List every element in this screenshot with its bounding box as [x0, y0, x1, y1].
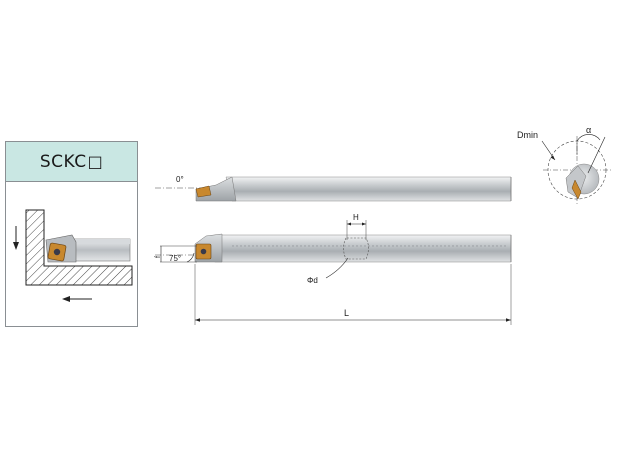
operation-panel: SCKC□ [5, 141, 138, 327]
dim-Dmin-label: Dmin [517, 130, 538, 140]
dim-d-label: Φd [307, 276, 318, 285]
l-arrow-right [506, 318, 511, 322]
small-bar-highlight [64, 239, 130, 244]
side-shank [214, 234, 512, 263]
end-insert-icon [571, 179, 582, 200]
dim-f-label: f [155, 256, 162, 258]
l-arrow-left [195, 318, 200, 322]
feed-arrow-left-head [62, 296, 70, 302]
dim-H-label: H [353, 213, 359, 222]
side-insert-screw-icon [200, 248, 207, 255]
insert-screw-icon [53, 248, 61, 256]
section-outline [343, 237, 369, 260]
dim-L-label: L [344, 308, 349, 318]
dmin-leader-arrow [550, 155, 555, 160]
series-code: SCKC [39, 151, 87, 172]
top-shank [225, 176, 512, 202]
h-arrow-right [362, 222, 366, 226]
angle-lead-label: 75° [169, 254, 181, 263]
alpha-line [587, 136, 606, 174]
top-insert-icon [195, 185, 212, 198]
lead-angle-arc [186, 252, 195, 263]
workpiece-section [25, 209, 133, 286]
feed-arrow-down-head [13, 242, 19, 250]
d-leader-line [325, 257, 349, 279]
alpha-arc [576, 134, 601, 142]
series-suffix: □ [87, 152, 104, 171]
series-title: SCKC□ [6, 142, 137, 182]
angle-top-label: 0° [176, 175, 184, 184]
dim-alpha-label: α [586, 125, 591, 135]
operation-sketch [13, 209, 133, 302]
h-arrow-left [347, 222, 351, 226]
